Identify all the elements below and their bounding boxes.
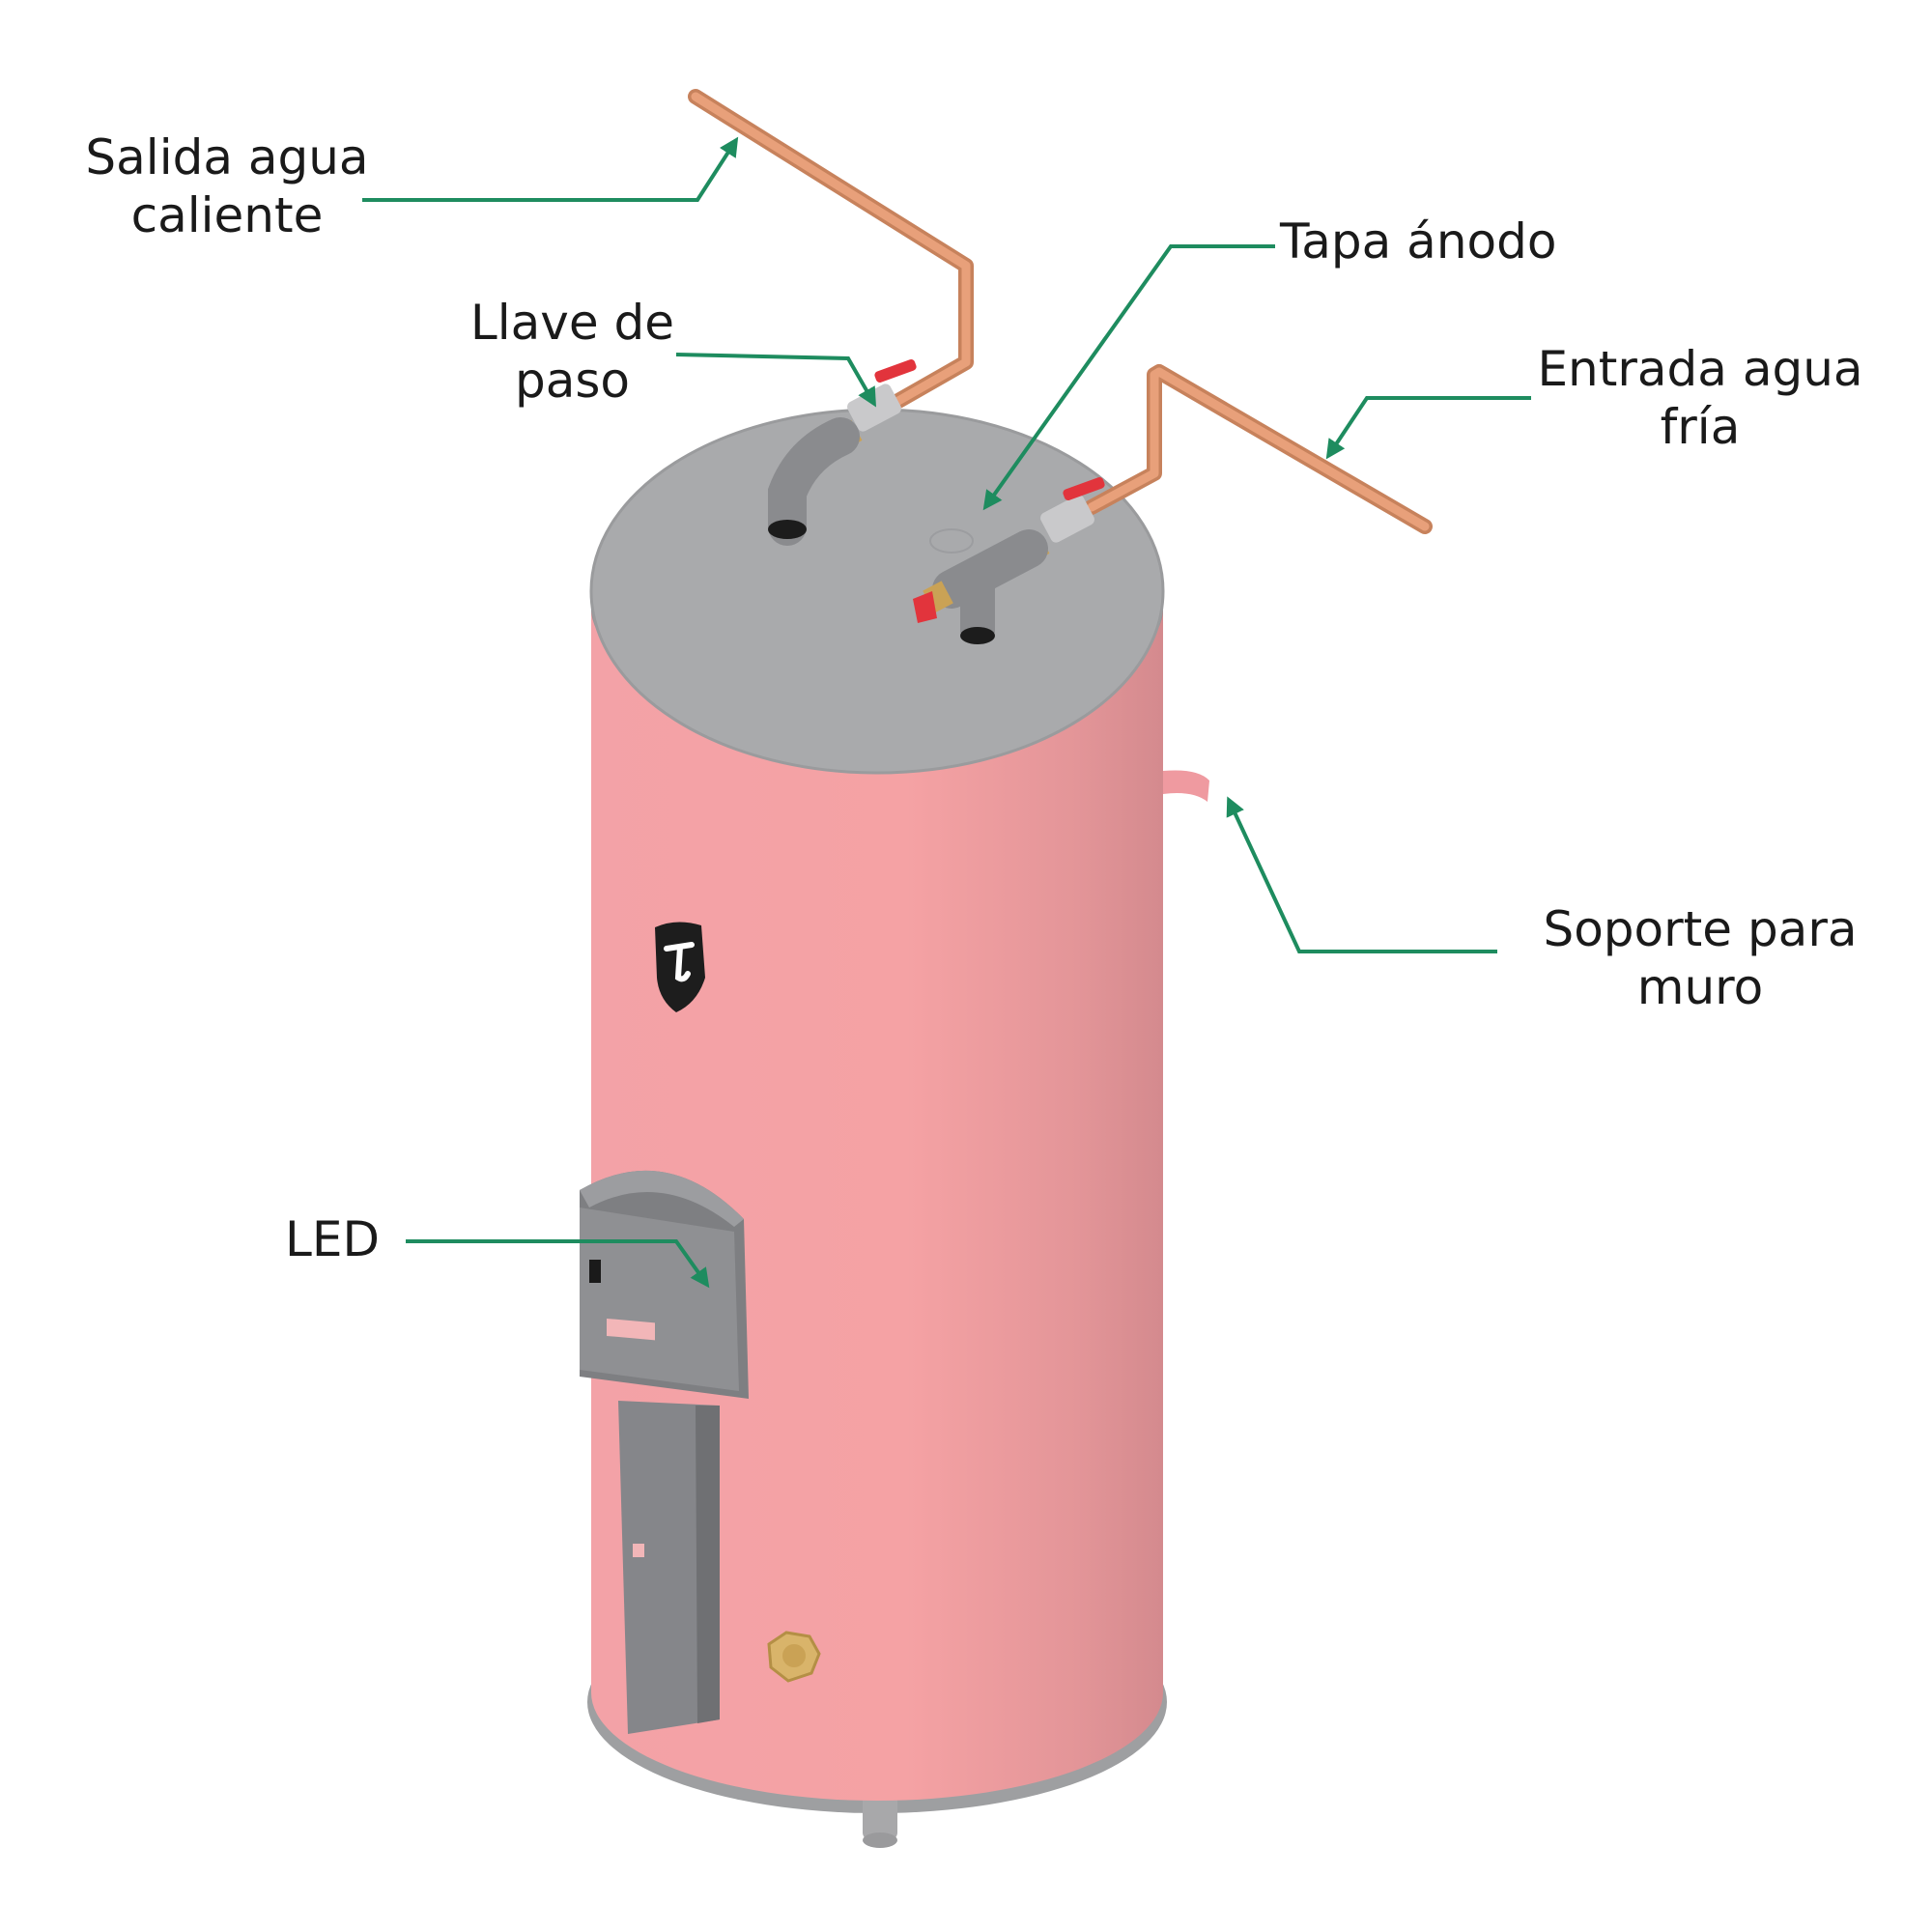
label-hot-water-outlet-line1: Salida agua <box>85 129 369 185</box>
tank-body <box>591 609 1163 1801</box>
safety-valve-cap <box>913 591 937 623</box>
label-anode-cap: Tapa ánodo <box>1280 213 1575 270</box>
label-cold-water-inlet-line2: fría <box>1660 399 1741 455</box>
cold-water-inlet-pipe <box>913 364 1433 644</box>
label-led-line1: LED <box>285 1211 380 1267</box>
hot-water-outlet-pipe <box>688 89 974 546</box>
wall-bracket <box>1163 770 1209 802</box>
label-valve-line2: paso <box>514 353 631 409</box>
shield-logo-icon <box>655 922 705 1012</box>
led-label-plate <box>607 1318 655 1341</box>
label-valve: Llave de paso <box>454 294 691 410</box>
leader-led <box>406 1239 710 1289</box>
label-led: LED <box>285 1210 391 1268</box>
leader-hot-outlet <box>362 136 739 202</box>
label-anode-cap-line1: Tapa ánodo <box>1280 213 1557 270</box>
label-hot-water-outlet-line2: caliente <box>130 187 324 243</box>
cold-valve-handle <box>1063 476 1105 501</box>
led-indicator <box>589 1260 601 1283</box>
hex-nut-icon <box>767 1631 821 1683</box>
anode-cap-surface <box>591 410 1163 773</box>
leader-lines <box>362 136 1531 1289</box>
leader-cold-inlet <box>1325 396 1531 460</box>
label-wall-bracket: Soporte para muro <box>1536 900 1864 1016</box>
label-cold-water-inlet: Entrada agua fría <box>1536 340 1864 456</box>
label-wall-bracket-line2: muro <box>1636 959 1764 1015</box>
hot-valve-handle <box>874 358 917 384</box>
label-wall-bracket-line1: Soporte para <box>1543 901 1858 957</box>
label-hot-water-outlet: Salida agua caliente <box>82 128 372 244</box>
control-box <box>580 1170 749 1734</box>
leader-anode-cap <box>982 244 1275 511</box>
tank <box>587 408 1167 1848</box>
leader-wall-bracket <box>1226 796 1497 953</box>
leader-valve <box>675 353 876 408</box>
label-valve-line1: Llave de <box>469 295 675 351</box>
label-cold-water-inlet-line1: Entrada agua <box>1537 341 1863 397</box>
